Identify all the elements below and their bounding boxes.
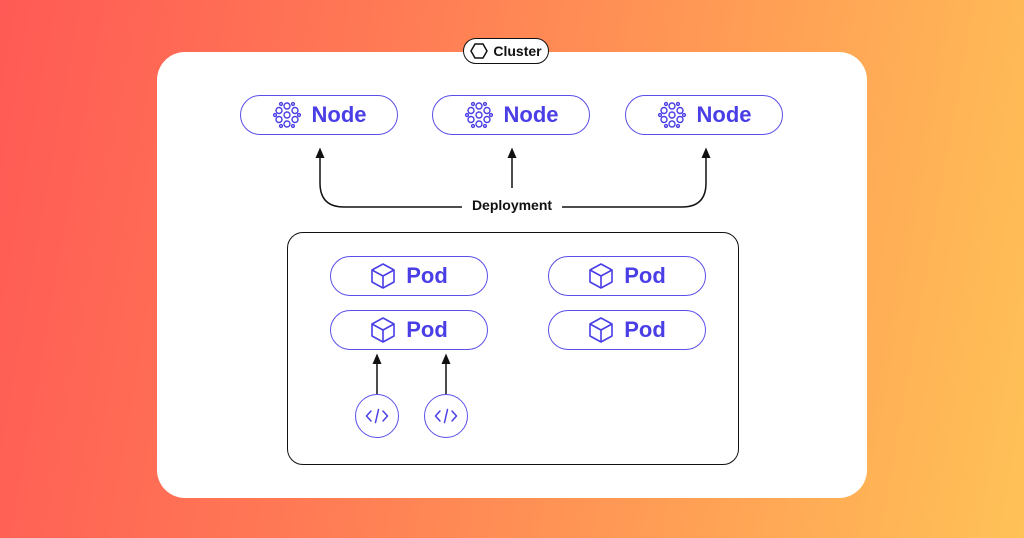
hexagon-icon <box>470 43 489 59</box>
container-circle-1 <box>355 394 399 438</box>
container-circle-2 <box>424 394 468 438</box>
deployment-arrow-right <box>562 147 711 208</box>
node-pill-2: Node <box>432 95 590 135</box>
pod-pill-2: Pod <box>330 310 488 350</box>
node-network-icon <box>464 101 493 129</box>
cube-icon <box>371 263 396 289</box>
code-icon <box>434 408 458 424</box>
pod-pill-1: Pod <box>330 256 488 296</box>
node-label: Node <box>503 102 559 127</box>
node-pill-3: Node <box>625 95 783 135</box>
pod-label: Pod <box>624 317 666 342</box>
deployment-label: Deployment <box>462 197 562 213</box>
pod-label: Pod <box>406 263 448 288</box>
cube-icon <box>589 317 614 343</box>
code-icon <box>365 408 389 424</box>
node-label: Node <box>696 102 752 127</box>
node-network-icon <box>657 101 686 129</box>
node-label: Node <box>311 102 367 127</box>
pod-label: Pod <box>624 263 666 288</box>
pod-group-box <box>287 232 739 465</box>
cluster-label: Cluster <box>493 43 542 59</box>
node-network-icon <box>272 101 301 129</box>
pod-pill-3: Pod <box>548 256 706 296</box>
pod-label: Pod <box>406 317 448 342</box>
cube-icon <box>371 317 396 343</box>
node-pill-1: Node <box>240 95 398 135</box>
cube-icon <box>589 263 614 289</box>
cluster-badge: Cluster <box>463 38 549 64</box>
pod-pill-4: Pod <box>548 310 706 350</box>
deployment-arrow-left <box>315 147 462 208</box>
